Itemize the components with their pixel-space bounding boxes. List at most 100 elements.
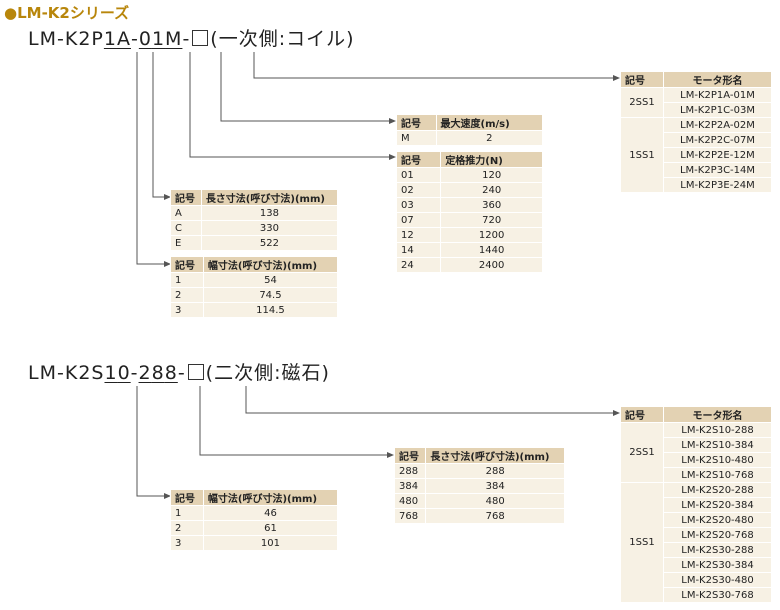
table-cell: 384: [425, 478, 565, 494]
magnet-box-connector: [245, 386, 614, 414]
code-char: 2: [78, 28, 92, 50]
code-char: -: [130, 362, 139, 384]
group-symbol: 2SS1: [620, 87, 664, 118]
column-header: 定格推力(N): [440, 151, 543, 168]
table-cell: 1440: [440, 242, 543, 258]
code-char: 1: [103, 28, 117, 50]
model-name: LM-K2P3E-24M: [663, 177, 772, 193]
table-cell: A: [170, 205, 202, 221]
table-cell: 330: [200, 220, 339, 236]
header-row: 記号長さ寸法(呼び寸法)(mm): [170, 189, 339, 206]
magnet-width-connector: [136, 386, 165, 497]
code-char: 0: [138, 28, 152, 50]
code-char: K: [64, 362, 79, 384]
model-name: LM-K2S20-384: [663, 497, 772, 513]
table-row: LM-K2S30-768: [621, 587, 772, 603]
model-name: LM-K2P2C-07M: [663, 132, 772, 148]
code-char: -: [57, 362, 65, 384]
group-symbol: 1SS1: [620, 117, 664, 193]
arrow-head: [164, 261, 171, 267]
table-cell: 74.5: [202, 287, 339, 303]
coil-model-code: LM-K2P1A-01M-(一次側:コイル): [28, 24, 355, 51]
group-symbol: 2SS1: [620, 422, 664, 483]
code-char: 2: [78, 362, 92, 384]
code-char: -: [57, 28, 65, 50]
column-header: 幅寸法(呼び寸法)(mm): [202, 256, 339, 273]
model-name: LM-K2P2A-02M: [663, 117, 772, 133]
table-cell: 720: [440, 212, 543, 228]
magnet-length-connector: [199, 386, 388, 456]
code-char: -: [182, 28, 191, 50]
table-cell: 360: [440, 197, 543, 213]
table-cell: 2: [435, 130, 543, 146]
table-cell: 61: [202, 520, 339, 536]
series-title: ●LM-K2シリーズ: [4, 4, 130, 22]
model-name: LM-K2P3C-14M: [663, 162, 772, 178]
table-cell: 24: [395, 257, 442, 273]
column-header: 記号: [620, 71, 664, 88]
table-cell: 114.5: [202, 302, 339, 318]
arrow-head: [613, 410, 620, 416]
model-name: LM-K2P1C-03M: [663, 102, 772, 118]
code-char: 0: [117, 362, 131, 384]
coil-speed-connector: [220, 52, 390, 122]
column-header: 記号: [395, 151, 442, 168]
model-name: LM-K2S30-768: [663, 587, 772, 603]
table-cell: 288: [425, 463, 565, 479]
header-row: 記号幅寸法(呼び寸法)(mm): [170, 256, 339, 273]
code-char: L: [28, 362, 40, 384]
code-char: M: [39, 28, 57, 50]
table-cell: 240: [440, 182, 543, 198]
table-cell: 120: [440, 167, 543, 183]
table-row: LM-K2S30-288: [621, 542, 772, 558]
group-symbol: 1SS1: [620, 482, 664, 603]
table-row: LM-K2P3E-24M: [621, 177, 772, 193]
table-cell: 768: [425, 508, 565, 524]
header-row: 記号定格推力(N): [395, 151, 543, 168]
table-cell: 2: [170, 520, 204, 536]
code-suffix: (一次側:コイル): [210, 28, 355, 50]
coil-force-connector: [189, 52, 390, 158]
column-header: 長さ寸法(呼び寸法)(mm): [425, 447, 565, 464]
model-name: LM-K2S10-384: [663, 437, 772, 453]
coil-length-connector: [152, 52, 165, 198]
model-name: LM-K2S30-480: [663, 572, 772, 588]
code-char: M: [39, 362, 57, 384]
code-char: 1: [151, 28, 166, 50]
model-name: LM-K2S20-480: [663, 512, 772, 528]
header-row: 記号長さ寸法(呼び寸法)(mm): [393, 447, 565, 464]
placeholder-box-icon: [187, 364, 204, 380]
table-cell: 138: [200, 205, 339, 221]
code-char: A: [116, 28, 131, 50]
code-char: 2: [138, 362, 152, 384]
magnet-model-code: LM-K2S10-288-(二次側:磁石): [28, 358, 330, 385]
table-cell: 3: [170, 302, 204, 318]
table-cell: 07: [395, 212, 442, 228]
table-cell: M: [396, 130, 437, 146]
table-cell: 768: [393, 508, 427, 524]
model-name: LM-K2S10-480: [663, 452, 772, 468]
placeholder-box-icon: [192, 30, 209, 46]
code-suffix: (二次側:磁石): [205, 362, 330, 384]
table-cell: 2: [170, 287, 204, 303]
